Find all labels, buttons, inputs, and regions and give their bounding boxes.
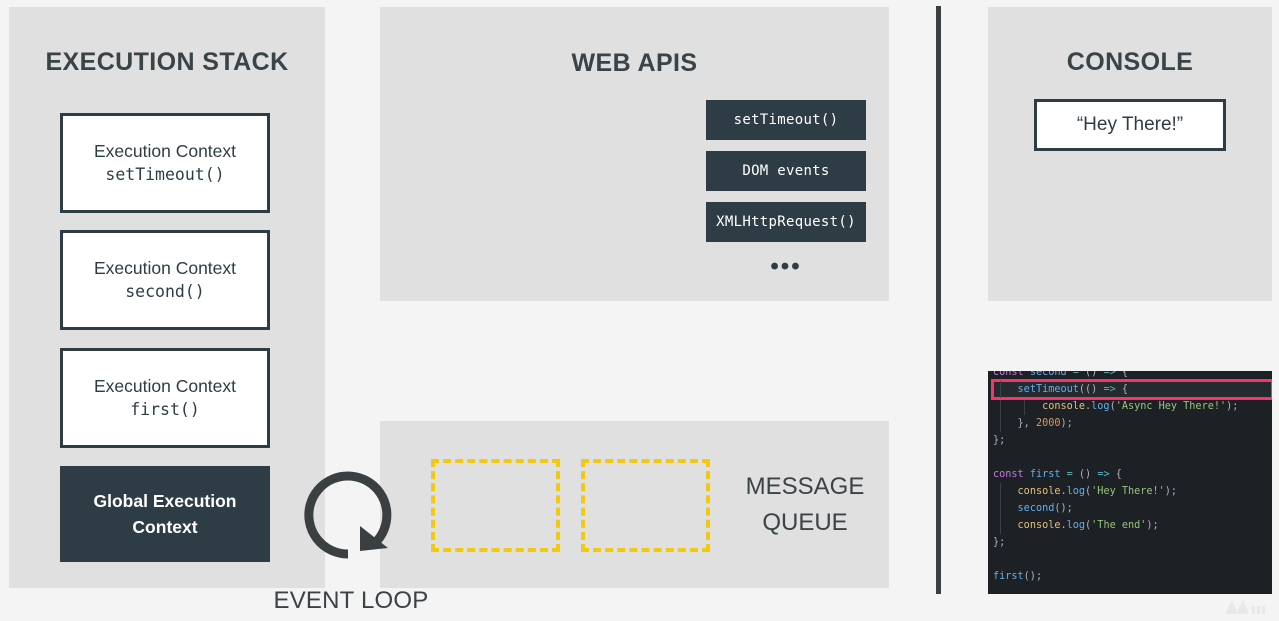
watermark-logo bbox=[1223, 596, 1271, 616]
code-line: console.log('Hey There!'); bbox=[993, 483, 1272, 500]
code-line: }; bbox=[993, 435, 1006, 446]
global-frame-line2: Context bbox=[132, 517, 198, 537]
code-line: }; bbox=[993, 537, 1006, 548]
message-queue-label: MESSAGE QUEUE bbox=[735, 469, 875, 542]
event-loop-circular-arrow-icon bbox=[303, 467, 399, 563]
frame-label: Execution Context bbox=[93, 375, 237, 396]
web-api-item-settimeout: setTimeout() bbox=[706, 100, 866, 140]
message-queue-slot bbox=[581, 459, 710, 552]
code-editor-panel[interactable]: const second = () => { setTimeout(() => … bbox=[988, 371, 1272, 594]
web-api-item-dom-events: DOM events bbox=[706, 151, 866, 191]
code-lines: const second = () => { setTimeout(() => … bbox=[988, 371, 1272, 585]
frame-function: first() bbox=[130, 400, 200, 420]
execution-stack-title: EXECUTION STACK bbox=[45, 48, 289, 76]
execution-context-frame: Execution Context second() bbox=[60, 230, 270, 330]
web-apis-panel: WEB APIS setTimeout() DOM events XMLHttp… bbox=[380, 7, 889, 301]
console-output-message: “Hey There!” bbox=[1034, 99, 1226, 151]
code-line: const second = () => { bbox=[993, 371, 1129, 378]
global-frame-line1: Global Execution bbox=[93, 490, 237, 511]
execution-context-frame: Execution Context first() bbox=[60, 348, 270, 448]
code-line bbox=[993, 449, 1272, 466]
message-queue-label-line2: QUEUE bbox=[762, 509, 848, 537]
code-line: console.log('Async Hey There!'); bbox=[993, 398, 1272, 415]
code-line: first(); bbox=[993, 571, 1043, 582]
code-line: }, 2000); bbox=[993, 415, 1272, 432]
message-queue-panel: MESSAGE QUEUE bbox=[380, 421, 889, 588]
code-line: console.log('The end'); bbox=[993, 517, 1272, 534]
frame-label: Execution Context bbox=[93, 257, 237, 278]
web-apis-ellipsis: ••• bbox=[770, 253, 802, 280]
web-apis-title: WEB APIS bbox=[571, 49, 698, 77]
frame-function: second() bbox=[125, 282, 205, 302]
event-loop-label: EVENT LOOP bbox=[273, 587, 429, 614]
frame-label: Execution Context bbox=[93, 140, 237, 161]
section-divider bbox=[936, 6, 941, 594]
code-line: setTimeout(() => { bbox=[991, 379, 1272, 400]
code-line: second(); bbox=[993, 500, 1272, 517]
global-execution-context-frame: Global Execution Context bbox=[60, 466, 270, 562]
message-queue-label-line1: MESSAGE bbox=[745, 473, 865, 500]
code-line: const first = () => { bbox=[993, 469, 1122, 480]
execution-context-frame: Execution Context setTimeout() bbox=[60, 113, 270, 213]
message-queue-slot bbox=[431, 459, 560, 552]
code-line bbox=[993, 551, 1272, 568]
frame-function: setTimeout() bbox=[105, 165, 225, 185]
execution-stack-panel: EXECUTION STACK Execution Context setTim… bbox=[9, 7, 325, 588]
web-api-item-xmlhttprequest: XMLHttpRequest() bbox=[706, 202, 866, 242]
console-title: CONSOLE bbox=[1066, 48, 1194, 76]
console-panel: CONSOLE “Hey There!” bbox=[988, 7, 1272, 301]
